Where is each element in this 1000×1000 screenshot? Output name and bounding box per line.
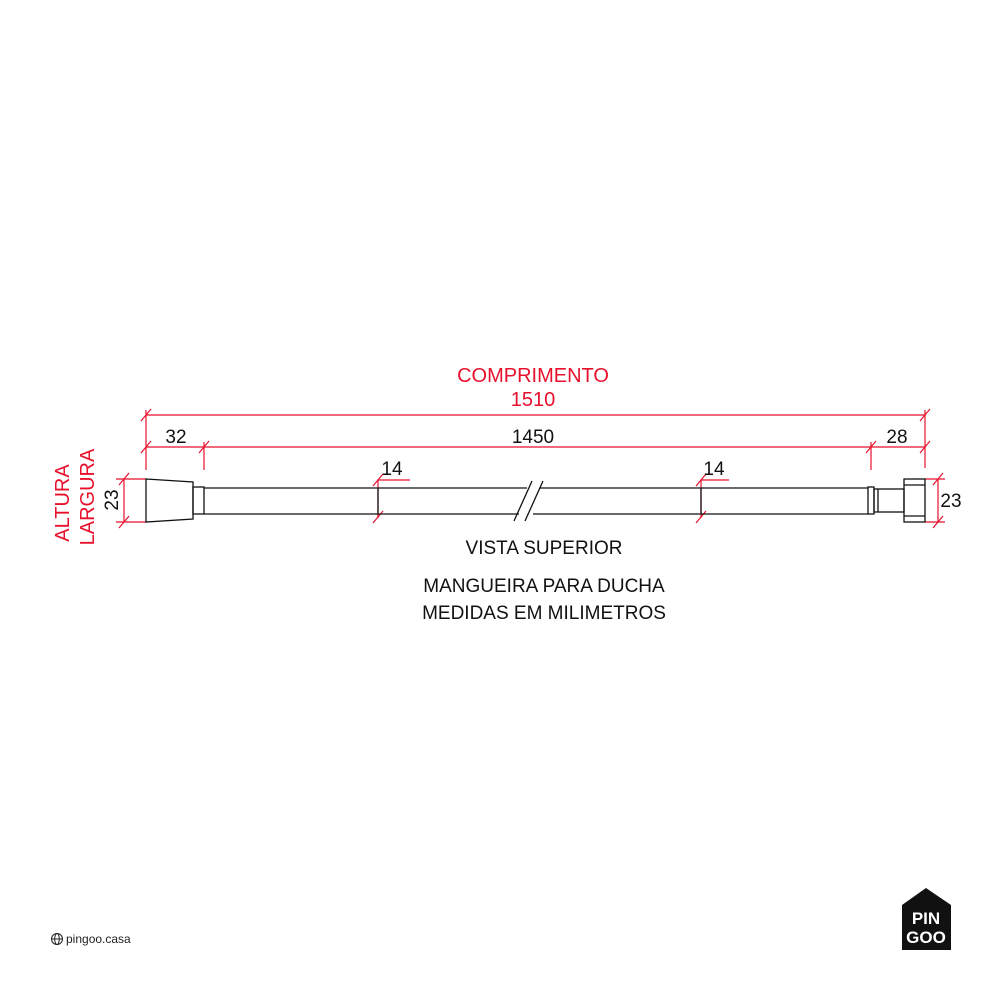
units-caption: MEDIDAS EM MILIMETROS	[422, 603, 666, 624]
total-length-dimension	[140, 408, 931, 470]
left-collar	[192, 486, 205, 515]
right-marker-value: 14	[703, 459, 725, 480]
logo-line1: PIN	[912, 909, 940, 928]
product-caption: MANGUEIRA PARA DUCHA	[423, 576, 665, 597]
pingoo-logo: PIN GOO	[902, 888, 951, 950]
end-right-value: 28	[886, 427, 907, 448]
left-marker-value: 14	[381, 459, 403, 480]
left-height-dimension	[116, 472, 146, 529]
site-url[interactable]: pingoo.casa	[66, 932, 131, 946]
segment-dimensions	[140, 440, 931, 470]
logo-line2: GOO	[906, 928, 946, 947]
length-label: COMPRIMENTO	[457, 365, 609, 387]
left-cone-fitting	[145, 478, 194, 523]
right-nut	[903, 478, 926, 523]
hose-middle-value: 1450	[512, 427, 554, 448]
right-collar	[867, 486, 875, 515]
globe-icon	[51, 933, 63, 945]
width-label: LARGURA	[77, 448, 99, 545]
hose-drawing	[145, 478, 926, 523]
right-height-dimension	[925, 472, 945, 529]
right-height-value: 23	[940, 491, 961, 512]
total-length-value: 1510	[511, 389, 556, 411]
break-line-left	[513, 480, 533, 522]
end-left-value: 32	[165, 427, 186, 448]
left-height-value: 23	[102, 489, 123, 510]
break-line-right	[524, 480, 544, 522]
logo-house-shape	[902, 888, 951, 950]
height-label: ALTURA	[52, 464, 74, 542]
view-caption: VISTA SUPERIOR	[466, 538, 623, 559]
